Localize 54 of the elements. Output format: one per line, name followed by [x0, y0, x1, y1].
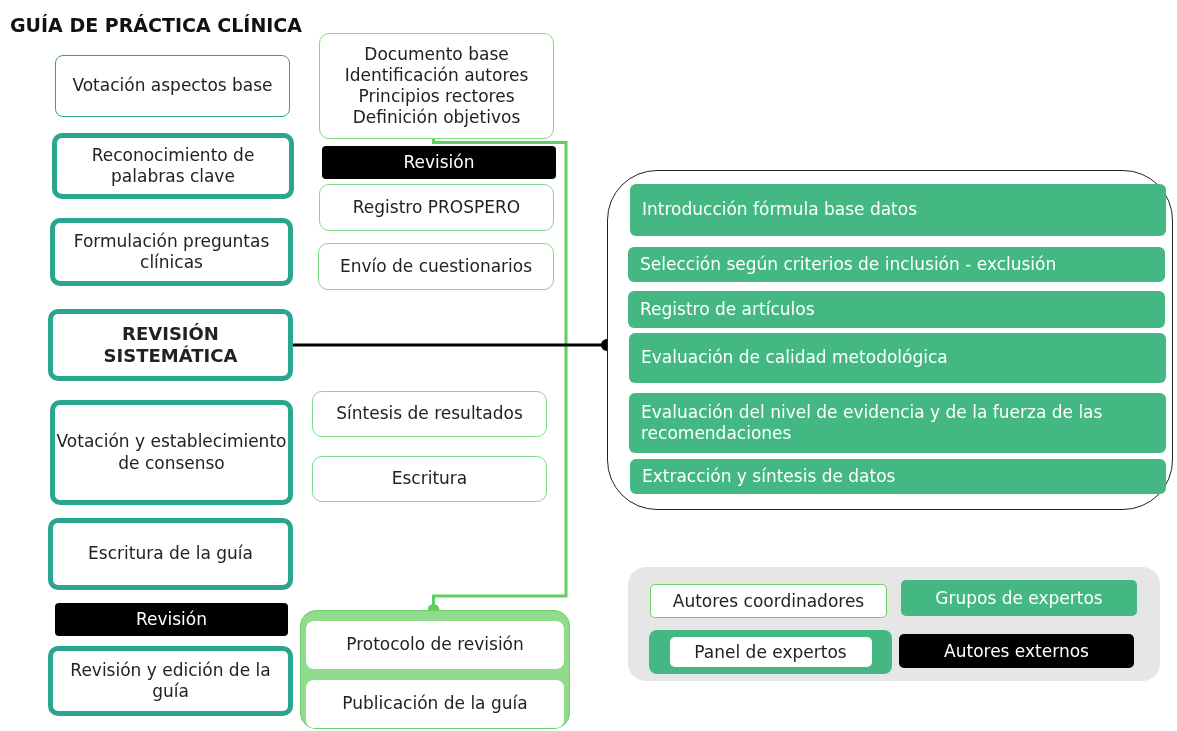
step-label: REVISIÓN SISTEMÁTICA: [102, 322, 239, 368]
step-box: [306, 680, 564, 728]
step-label: Votación y establecimiento de consenso: [55, 431, 288, 474]
step-label: Registro PROSPERO: [352, 196, 521, 219]
review-bar: [55, 603, 288, 636]
step-box: [312, 456, 547, 502]
group-panel: [300, 610, 570, 729]
step-label: Envío de cuestionarios: [339, 255, 533, 278]
step-label: Revisión: [403, 151, 475, 174]
step-bar: [630, 459, 1166, 494]
step-label: Extracción y síntesis de datos: [642, 465, 896, 488]
step-label: Escritura: [391, 468, 468, 490]
step-label: Publicación de la guía: [342, 693, 528, 715]
step-box: [50, 400, 293, 505]
step-bar: [629, 333, 1166, 383]
step-bar: [628, 247, 1165, 282]
step-bar: [630, 184, 1166, 236]
step-label: Síntesis de resultados: [336, 403, 523, 425]
step-box: [312, 391, 547, 437]
step-label: Revisión: [135, 608, 207, 631]
diagram-title: GUÍA DE PRÁCTICA CLÍNICA: [10, 14, 302, 36]
step-label: Protocolo de revisión: [346, 634, 524, 656]
step-label: Principios rectores: [358, 86, 515, 108]
step-box: [48, 518, 293, 590]
review-bar: [322, 146, 556, 179]
step-box: [48, 309, 293, 381]
step-box: [55, 55, 290, 117]
legend-label: Autores externos: [944, 641, 1089, 661]
step-label: Identificación autores: [344, 64, 529, 86]
legend-label: Grupos de expertos: [935, 588, 1103, 608]
step-label: Definición objetivos: [352, 107, 521, 129]
group-panel: [607, 170, 1173, 510]
step-bar: [628, 291, 1165, 328]
step-box: [318, 243, 554, 290]
step-box: [52, 133, 294, 199]
step-box: [319, 184, 554, 231]
step-bar: [629, 393, 1166, 453]
step-label: Registro de artículos: [640, 298, 815, 321]
step-label: Revisión y edición de la guía: [69, 659, 272, 703]
step-label: Introducción fórmula base datos: [642, 199, 918, 221]
step-label: Evaluación del nivel de evidencia y de la fuerza de las recomendaciones: [641, 401, 1104, 445]
step-label: Selección según criterios de inclusión - exclusión: [640, 253, 1057, 276]
step-box: [306, 621, 564, 669]
step-box: [319, 33, 554, 139]
legend-label: Panel de expertos: [669, 637, 872, 667]
step-label: Evaluación de calidad metodológica: [641, 347, 948, 369]
step-label: Reconocimiento de palabras clave: [90, 144, 256, 188]
step-box: [48, 646, 293, 716]
step-box: [50, 218, 293, 286]
step-label: Documento base: [364, 43, 509, 65]
step-label: Formulación preguntas clínicas: [72, 230, 271, 274]
step-label: Votación aspectos base: [72, 75, 273, 97]
step-label: Escritura de la guía: [88, 543, 253, 565]
legend-label: Autores coordinadores: [672, 591, 865, 611]
